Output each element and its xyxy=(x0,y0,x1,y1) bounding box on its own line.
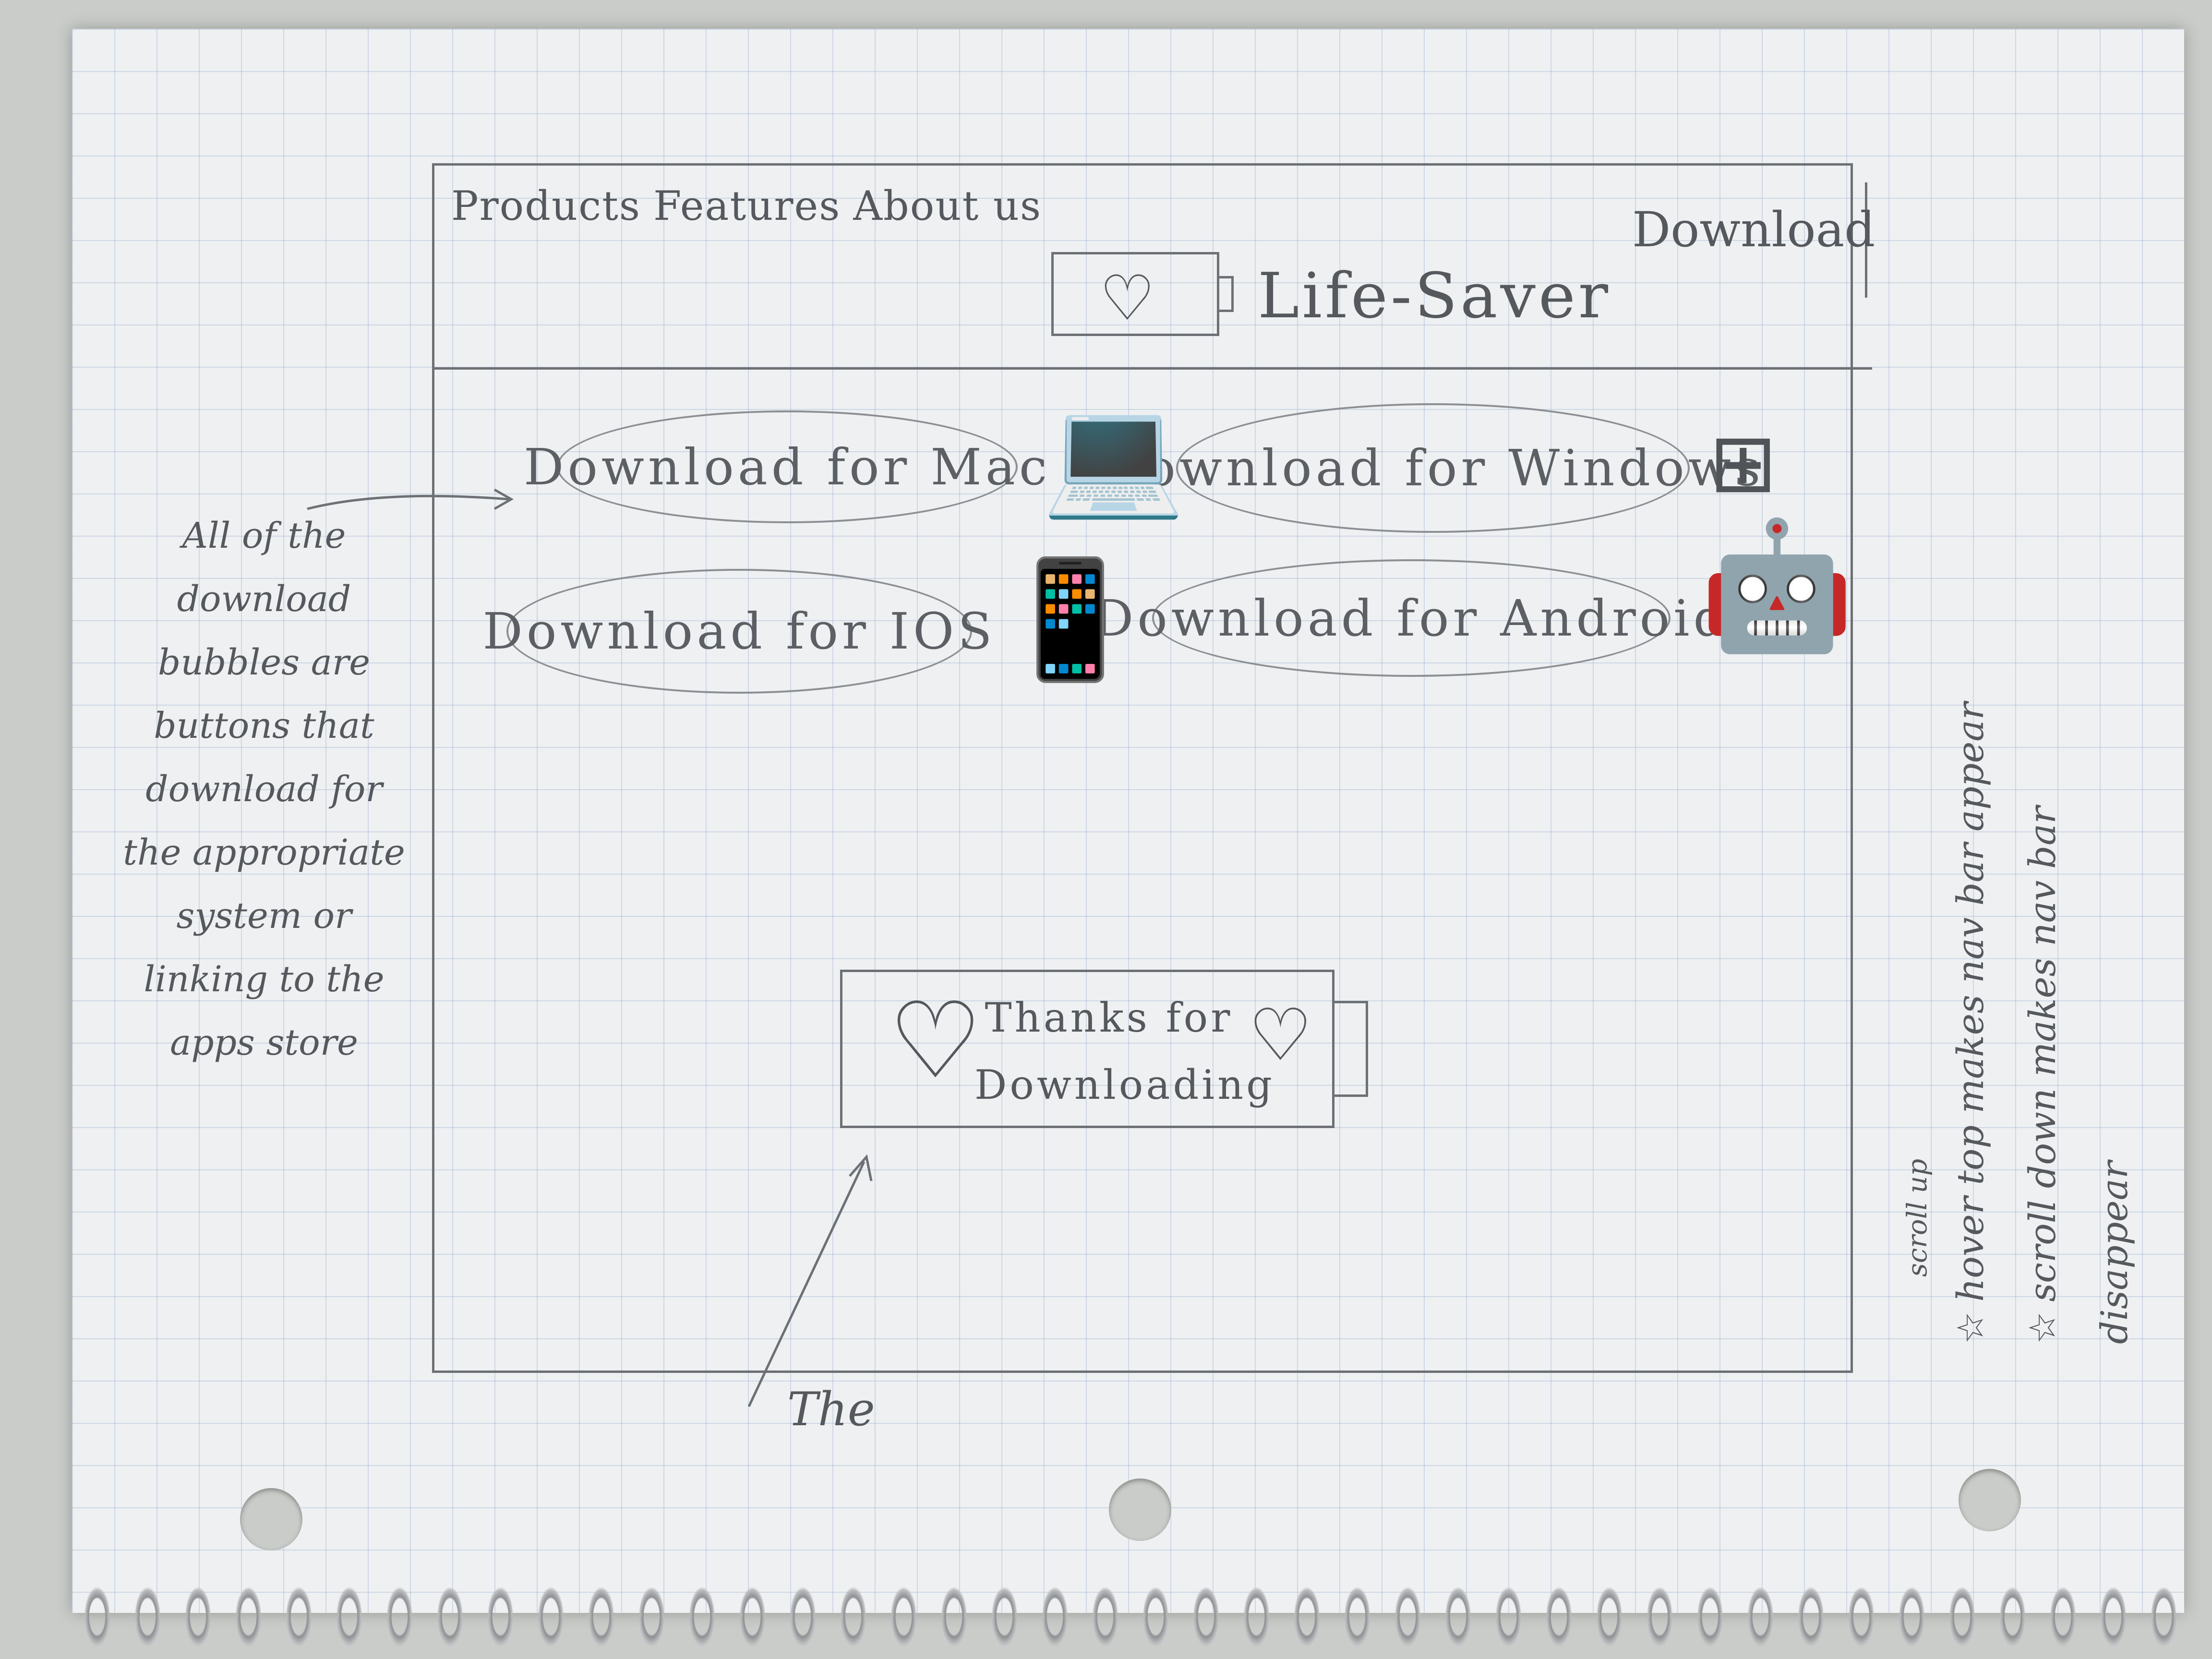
arrow-to-buttons-head xyxy=(493,488,514,510)
page-frame xyxy=(432,163,1853,1373)
download-windows-button[interactable]: Download for Windows xyxy=(1102,403,1760,533)
arrow-to-progress xyxy=(747,1161,866,1407)
progress-line-2: Downloading xyxy=(974,1061,1275,1108)
logo-box-notch xyxy=(1219,276,1234,312)
nav-links: Products Features About us xyxy=(451,182,1054,229)
nav-bar xyxy=(432,163,1872,370)
laptop-apple-icon: 💻 xyxy=(1042,389,1185,523)
progress-line-1: Thanks for xyxy=(985,994,1233,1041)
heart-icon: ♡ xyxy=(888,979,983,1102)
logo-box xyxy=(1051,252,1219,336)
nav-bar-edge xyxy=(1858,182,1867,298)
download-ios-button[interactable]: Download for IOS xyxy=(483,569,992,694)
brand-name: Life-Saver xyxy=(1258,259,1611,332)
binder-hole xyxy=(1109,1479,1171,1541)
download-mac-button[interactable]: Download for Mac xyxy=(524,410,1047,523)
nav-link-about-us[interactable]: About us xyxy=(853,182,1042,229)
nav-link-features[interactable]: Features xyxy=(653,182,841,229)
android-icon: 🤖 xyxy=(1699,513,1855,658)
progress-message: Thanks for Downloading xyxy=(974,984,1275,1118)
phone-apple-icon: 📱 xyxy=(998,552,1142,686)
notebook-paper xyxy=(72,29,2184,1613)
binder-hole xyxy=(240,1488,302,1551)
spiral-binding xyxy=(72,1575,2184,1659)
nav-link-products[interactable]: Products xyxy=(451,182,641,229)
progress-bar-notch xyxy=(1334,1001,1368,1097)
heart-icon: ♡ xyxy=(1248,994,1313,1077)
progress-bar xyxy=(840,970,1334,1128)
arrow-to-buttons xyxy=(307,494,509,510)
windows-icon: ⊞ xyxy=(1709,416,1778,511)
nav-download-button[interactable]: Download xyxy=(1632,202,1875,258)
download-android-button[interactable]: Download for Android xyxy=(1094,559,1725,677)
binder-hole xyxy=(1959,1469,2021,1531)
annotation-buttons: All of the download bubbles are buttons … xyxy=(123,515,405,1063)
heart-icon: ♡ xyxy=(1099,262,1155,335)
arrow-to-progress-head xyxy=(849,1154,873,1181)
annotation-progress: The xyxy=(787,1382,875,1436)
